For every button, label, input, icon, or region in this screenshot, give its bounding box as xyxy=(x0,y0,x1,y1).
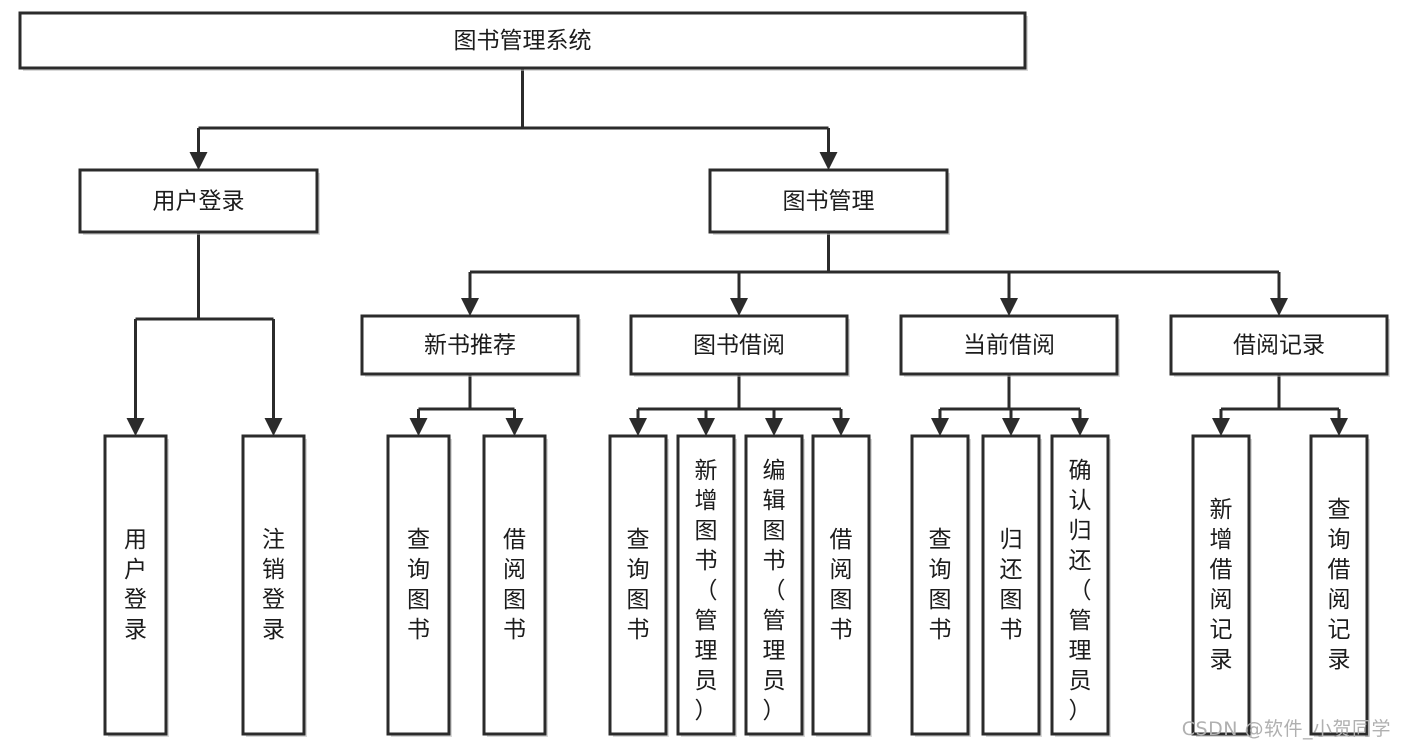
node-box[interactable] xyxy=(360,314,580,376)
arrow-head-icon xyxy=(1000,298,1018,316)
arrow-head-icon xyxy=(1270,298,1288,316)
node-box[interactable] xyxy=(910,434,970,736)
node-cb-confirm-return[interactable]: 确认归还（管理员） xyxy=(1050,434,1111,737)
node-label: 归还图书 xyxy=(1000,527,1023,643)
node-label: 查询图书 xyxy=(407,527,430,643)
node-box[interactable] xyxy=(676,434,736,736)
node-box[interactable] xyxy=(1191,434,1251,736)
node-br-query-record[interactable]: 查询借阅记录 xyxy=(1309,434,1370,737)
node-user-login[interactable]: 用户登录 xyxy=(78,168,320,235)
connector-from-current-borrow xyxy=(931,374,1089,436)
node-label: 确认归还（管理员） xyxy=(1069,458,1092,724)
arrow-head-icon xyxy=(409,418,428,436)
node-box[interactable] xyxy=(811,434,871,736)
node-bb-query-book[interactable]: 查询图书 xyxy=(608,434,669,737)
node-label: 用户登录 xyxy=(124,527,147,643)
node-br-add-record[interactable]: 新增借阅记录 xyxy=(1191,434,1252,737)
arrow-head-icon xyxy=(1212,418,1230,436)
edges-layer xyxy=(126,68,1348,436)
arrow-head-icon xyxy=(1002,418,1020,436)
nodes-layer: 图书管理系统用户登录图书管理新书推荐图书借阅当前借阅借阅记录用户登录注销登录查询… xyxy=(18,11,1390,737)
node-leaf-user-logout[interactable]: 注销登录 xyxy=(241,434,307,737)
node-label: 借阅记录 xyxy=(1233,333,1325,359)
node-cb-query-book[interactable]: 查询图书 xyxy=(910,434,971,737)
node-label: 用户登录 xyxy=(153,189,245,215)
node-label: 新书推荐 xyxy=(424,333,516,359)
arrow-head-icon xyxy=(730,298,748,316)
node-label: 借阅图书 xyxy=(830,527,853,643)
node-box[interactable] xyxy=(1169,314,1389,376)
node-label: 图书借阅 xyxy=(693,333,785,359)
node-label: 当前借阅 xyxy=(963,333,1055,359)
node-box[interactable] xyxy=(899,314,1119,376)
node-box[interactable] xyxy=(78,168,319,234)
node-box[interactable] xyxy=(981,434,1041,736)
connector-from-root xyxy=(189,68,838,170)
arrow-head-icon xyxy=(505,418,524,436)
node-nbr-query-book[interactable]: 查询图书 xyxy=(386,434,452,737)
node-borrow-record[interactable]: 借阅记录 xyxy=(1169,314,1390,377)
node-nbr-borrow-book[interactable]: 借阅图书 xyxy=(482,434,548,737)
node-box[interactable] xyxy=(241,434,306,736)
arrow-head-icon xyxy=(819,152,838,170)
connector-from-user-login xyxy=(126,232,283,436)
arrow-head-icon xyxy=(629,418,647,436)
node-label: 注销登录 xyxy=(262,527,285,643)
arrow-head-icon xyxy=(1330,418,1348,436)
connector-from-new-book-rec xyxy=(409,374,524,436)
arrow-head-icon xyxy=(461,298,479,316)
node-bb-add-book[interactable]: 新增图书（管理员） xyxy=(676,434,737,737)
node-box[interactable] xyxy=(1309,434,1369,736)
node-label: 查询借阅记录 xyxy=(1328,497,1351,673)
node-book-borrow[interactable]: 图书借阅 xyxy=(629,314,850,377)
node-label: 借阅图书 xyxy=(503,527,526,643)
arrow-head-icon xyxy=(765,418,783,436)
arrow-head-icon xyxy=(931,418,949,436)
node-box[interactable] xyxy=(386,434,451,736)
node-new-book-rec[interactable]: 新书推荐 xyxy=(360,314,581,377)
node-cb-return-book[interactable]: 归还图书 xyxy=(981,434,1042,737)
node-box[interactable] xyxy=(744,434,804,736)
node-box[interactable] xyxy=(103,434,168,736)
node-box[interactable] xyxy=(482,434,547,736)
watermark-text: CSDN @软件_小贺同学 xyxy=(1181,718,1391,740)
node-bb-edit-book[interactable]: 编辑图书（管理员） xyxy=(744,434,805,737)
node-bb-borrow-book[interactable]: 借阅图书 xyxy=(811,434,872,737)
arrow-head-icon xyxy=(832,418,850,436)
node-label: 图书管理 xyxy=(783,189,875,215)
node-box[interactable] xyxy=(629,314,849,376)
connector-from-borrow-record xyxy=(1212,374,1348,436)
connector-from-book-borrow xyxy=(629,374,850,436)
node-book-manage[interactable]: 图书管理 xyxy=(708,168,950,235)
connector-from-book-manage xyxy=(461,232,1288,316)
node-root[interactable]: 图书管理系统 xyxy=(18,11,1028,71)
arrow-head-icon xyxy=(264,418,283,436)
node-label: 查询图书 xyxy=(929,527,952,643)
node-label: 查询图书 xyxy=(627,527,650,643)
node-label: 图书管理系统 xyxy=(454,28,592,54)
node-box[interactable] xyxy=(708,168,949,234)
node-label: 编辑图书（管理员） xyxy=(763,458,786,724)
node-box[interactable] xyxy=(608,434,668,736)
arrow-head-icon xyxy=(189,152,208,170)
node-box[interactable] xyxy=(1050,434,1110,736)
node-box[interactable] xyxy=(18,11,1027,70)
arrow-head-icon xyxy=(1071,418,1089,436)
arrow-head-icon xyxy=(126,418,145,436)
node-label: 新增图书（管理员） xyxy=(695,458,718,724)
node-leaf-user-login[interactable]: 用户登录 xyxy=(103,434,169,737)
arrow-head-icon xyxy=(697,418,715,436)
node-label: 新增借阅记录 xyxy=(1210,497,1233,673)
node-current-borrow[interactable]: 当前借阅 xyxy=(899,314,1120,377)
